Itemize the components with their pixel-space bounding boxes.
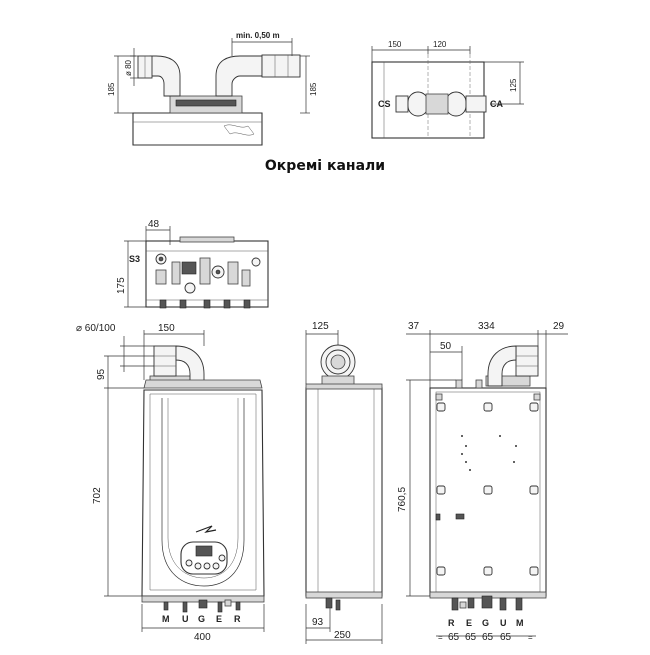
rear-fixing-points xyxy=(435,402,539,576)
front-letter-r: R xyxy=(234,614,241,624)
boiler-rear-view: R E G U M = 65 65 65 65 = 37 334 29 xyxy=(397,321,568,643)
rear-letter-r: R xyxy=(448,618,455,628)
side-dim-125: 125 xyxy=(312,321,329,332)
front-letter-u: U xyxy=(182,614,189,624)
dim-125-right: 125 xyxy=(509,78,518,92)
rear-dim-37: 37 xyxy=(408,321,420,332)
boiler-front-view: M U G E R ⌀ 60/100 150 95 702 xyxy=(76,323,265,643)
left-duct-elbow xyxy=(149,55,181,97)
right-height-label: 185 xyxy=(309,82,318,96)
front-dim-95: 95 xyxy=(96,368,107,380)
rear-dim-29: 29 xyxy=(553,321,565,332)
side-body xyxy=(305,387,383,597)
left-height-label: 185 xyxy=(107,82,116,96)
cs-label: CS xyxy=(378,99,391,109)
rear-letter-e: E xyxy=(466,618,472,628)
mounting-brackets xyxy=(435,379,541,401)
dim-48: 48 xyxy=(148,219,160,230)
rear-equal-right: = xyxy=(528,633,533,642)
rear-dots xyxy=(461,435,517,471)
rear-dim-50: 50 xyxy=(440,341,452,352)
front-letter-e: E xyxy=(216,614,222,624)
rear-spacing-2: 65 xyxy=(465,632,477,643)
rear-connections xyxy=(451,595,523,611)
cs-pipe xyxy=(395,95,409,113)
rear-equal-left: = xyxy=(438,633,443,642)
section-heading: Окремі канали xyxy=(264,158,386,174)
right-duct-pipe xyxy=(261,54,301,78)
boiler-side-view: 125 93 250 xyxy=(305,321,383,644)
front-letter-m: M xyxy=(162,614,170,624)
rear-dim-334: 334 xyxy=(478,321,495,332)
front-letter-g: G xyxy=(198,614,205,624)
right-duct-elbow xyxy=(215,55,263,97)
side-dim-93: 93 xyxy=(312,617,324,628)
rear-spacing-3: 65 xyxy=(482,632,494,643)
front-connections xyxy=(163,599,241,613)
duct-plan-view: CS CA 150 120 125 xyxy=(371,40,524,139)
rear-letter-m: M xyxy=(516,618,524,628)
rear-letter-u: U xyxy=(500,618,507,628)
rear-connection-letters: R E G U M xyxy=(448,618,524,628)
dim-150-top: 150 xyxy=(388,40,402,49)
front-diameter-label: ⌀ 60/100 xyxy=(76,323,116,334)
rear-spacing-4: 65 xyxy=(500,632,512,643)
s3-label: S3 xyxy=(129,254,140,264)
rear-flue-elbow xyxy=(487,345,517,387)
front-dim-400: 400 xyxy=(194,632,211,643)
front-dim-702: 702 xyxy=(92,487,103,504)
wall-section xyxy=(132,112,263,146)
boiler-top-view: 48 175 S3 xyxy=(116,219,269,309)
rear-dim-760: 760,5 xyxy=(397,487,408,512)
front-connection-letters: M U G E R xyxy=(162,614,241,624)
ca-pipe xyxy=(465,95,487,113)
rear-letter-g: G xyxy=(482,618,489,628)
front-panel-curve xyxy=(161,398,245,587)
duct-diameter-label: ø 80 xyxy=(124,59,133,76)
side-dim-250: 250 xyxy=(334,630,351,641)
dim-120-top: 120 xyxy=(433,40,447,49)
rear-spacing-1: 65 xyxy=(448,632,460,643)
brand-logo-mark xyxy=(195,525,217,533)
dim-175: 175 xyxy=(116,277,127,294)
min-distance-label: min. 0,50 m xyxy=(236,31,280,40)
front-dim-150: 150 xyxy=(158,323,175,334)
separate-ducts-view: ø 80 185 185 min. 0,50 m xyxy=(107,31,318,146)
display-screen xyxy=(195,545,213,557)
